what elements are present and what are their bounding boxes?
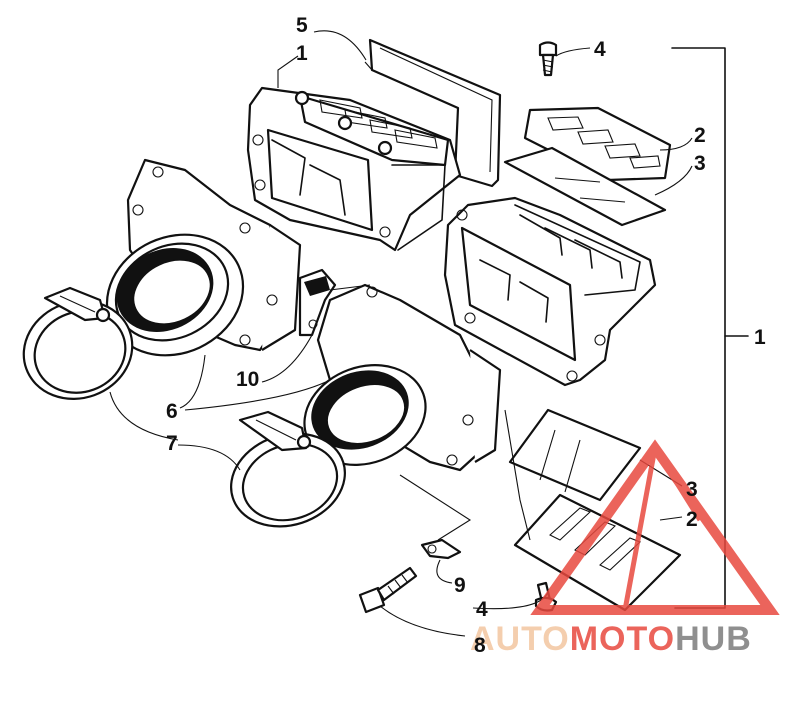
callout-6: 6 <box>166 400 178 423</box>
bracket <box>298 268 337 337</box>
callout-5: 5 <box>296 14 308 37</box>
hose-clamp-left <box>22 286 134 400</box>
callout-3-bottom: 3 <box>686 478 698 501</box>
reed-petal-lower <box>508 408 642 502</box>
reed-petal-upper <box>503 146 667 227</box>
bolt <box>358 566 418 614</box>
reed-cage-right <box>443 196 657 387</box>
gasket <box>364 38 502 188</box>
callout-2-bottom: 2 <box>686 508 698 531</box>
callout-4-top: 4 <box>594 38 606 61</box>
callout-8: 8 <box>474 634 486 657</box>
intake-flange-right <box>303 283 502 472</box>
hose-clamp-right <box>230 410 346 528</box>
watermark-moto: MOTO <box>570 620 675 658</box>
callout-4-bottom: 4 <box>476 598 488 621</box>
watermark-hub: HUB <box>675 620 752 658</box>
intake-flange-left <box>105 158 302 357</box>
reed-cage-upper <box>246 86 462 252</box>
callout-10: 10 <box>236 368 259 391</box>
callout-1-right: 1 <box>754 326 766 349</box>
callout-3-top: 3 <box>694 152 706 175</box>
watermark-text: AUTOMOTOHUB <box>470 620 752 658</box>
watermark: AUTOMOTOHUB <box>470 439 780 658</box>
callouts: 5 1 4 2 3 1 10 6 7 3 2 9 4 8 <box>166 14 766 657</box>
callout-7: 7 <box>166 432 178 455</box>
screw-upper <box>538 41 558 77</box>
watermark-auto: AUTO <box>470 620 570 658</box>
callout-9: 9 <box>454 574 466 597</box>
reed-stop-upper <box>523 106 672 182</box>
callout-1-top: 1 <box>296 42 308 65</box>
watermark-triangle-icon <box>530 439 780 615</box>
callout-2-top: 2 <box>694 124 706 147</box>
washer <box>420 538 462 560</box>
